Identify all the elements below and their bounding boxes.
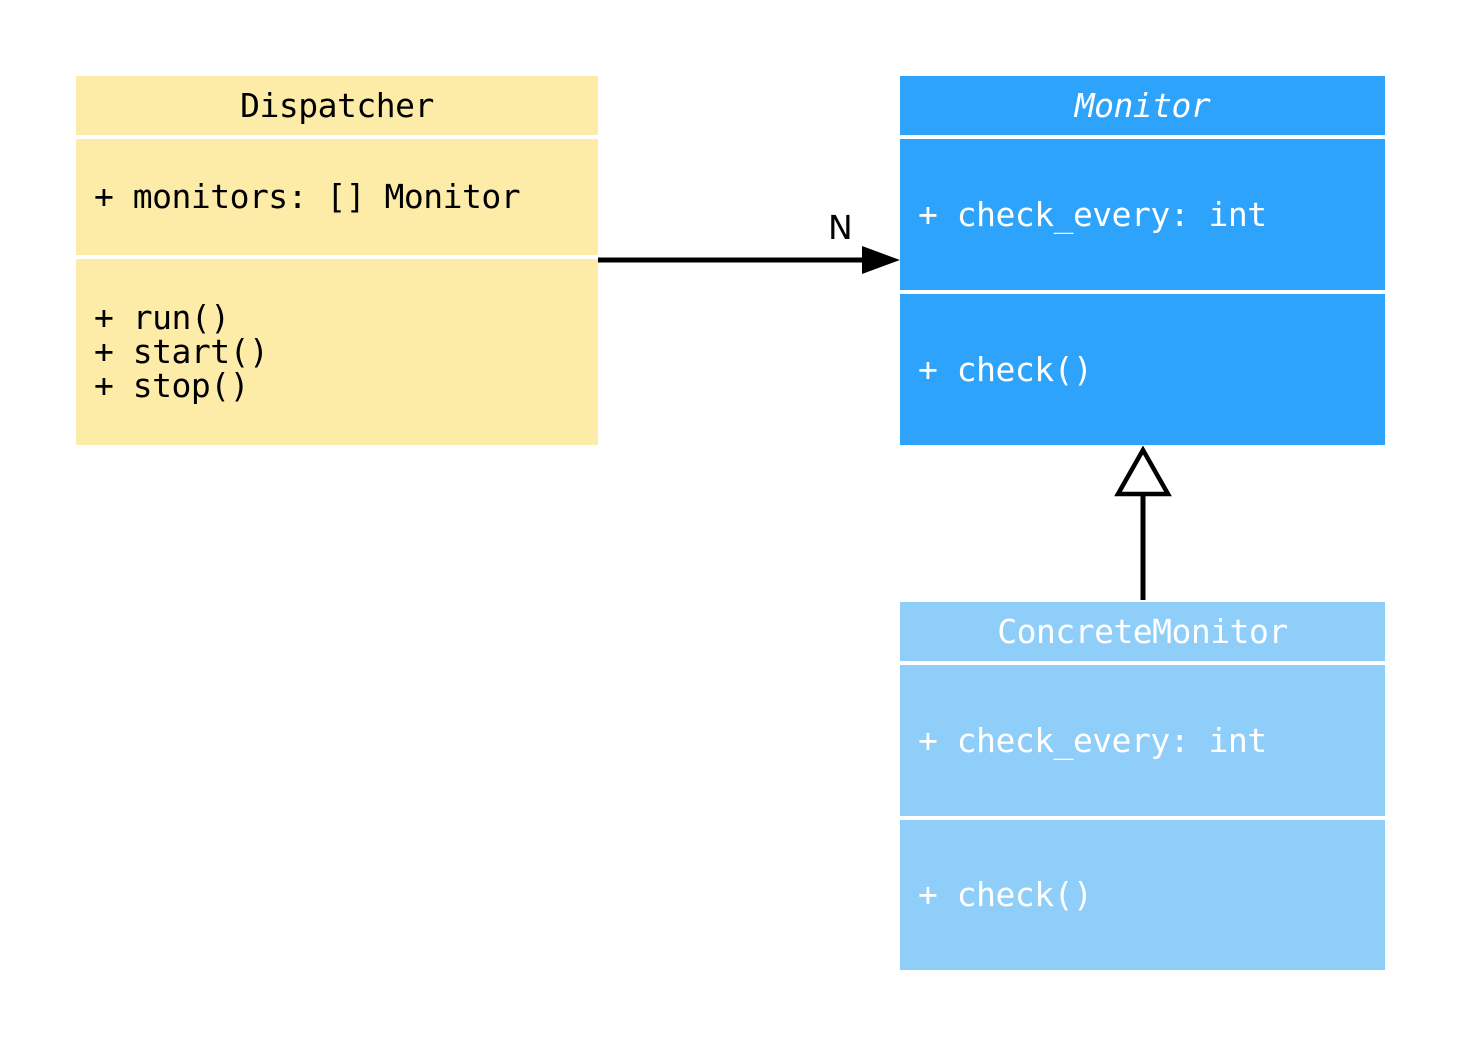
class-attributes-concrete-monitor: + check_every: int xyxy=(900,665,1385,816)
method-item: + check() xyxy=(918,349,1093,389)
class-attributes-monitor: + check_every: int xyxy=(900,139,1385,290)
association-arrowhead-icon xyxy=(862,246,900,274)
class-box-monitor: Monitor + check_every: int + check() xyxy=(900,76,1385,445)
method-item: + stop() xyxy=(94,366,249,405)
method-item: + check() xyxy=(918,875,1093,914)
attribute-item: + check_every: int xyxy=(918,720,1267,760)
class-methods-concrete-monitor: + check() xyxy=(900,820,1385,970)
class-title-concrete-monitor: ConcreteMonitor xyxy=(900,602,1385,661)
class-title-monitor: Monitor xyxy=(900,76,1385,135)
class-methods-monitor: + check() xyxy=(900,294,1385,445)
class-methods-dispatcher: + run() + start() + stop() xyxy=(76,259,598,445)
inheritance-triangle-icon xyxy=(1114,445,1172,497)
association-multiplicity-label: N xyxy=(828,208,853,247)
class-title-dispatcher: Dispatcher xyxy=(76,76,598,135)
class-box-concrete-monitor: ConcreteMonitor + check_every: int + che… xyxy=(900,602,1385,970)
class-attributes-dispatcher: + monitors: [] Monitor xyxy=(76,139,598,255)
class-box-dispatcher: Dispatcher + monitors: [] Monitor + run(… xyxy=(76,76,598,445)
method-item: + run() xyxy=(94,298,230,337)
attribute-item: + check_every: int xyxy=(918,194,1267,234)
method-item: + start() xyxy=(94,332,269,371)
attribute-item: + monitors: [] Monitor xyxy=(94,177,521,216)
